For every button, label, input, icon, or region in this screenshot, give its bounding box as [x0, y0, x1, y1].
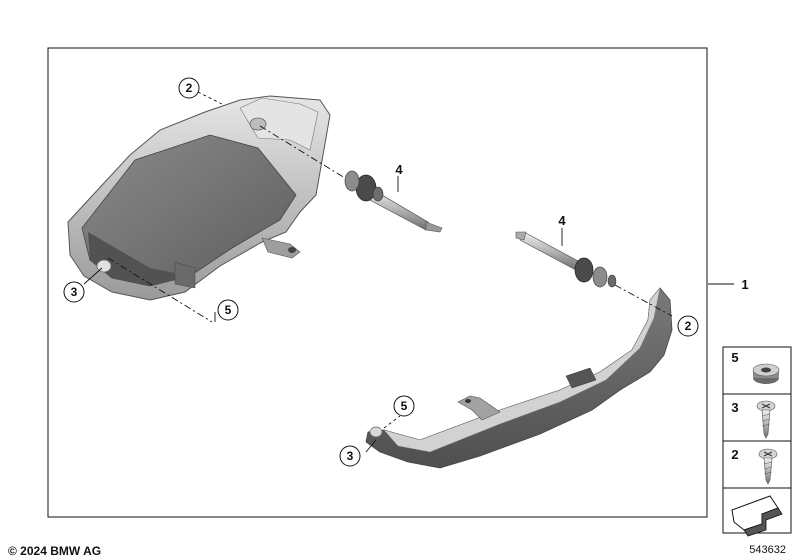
bolt-right: [515, 231, 617, 288]
legend-number-2: 2: [731, 447, 738, 462]
svg-text:3: 3: [347, 449, 354, 463]
screw-icon: [758, 448, 778, 485]
callout-right-2: 2: [677, 315, 699, 337]
callout-bottom-5: 5: [393, 395, 415, 417]
cover-part: [67, 95, 331, 301]
label-main-1: 1: [741, 277, 748, 292]
svg-text:3: 3: [71, 285, 78, 299]
copyright-text: © 2024 BMW AG: [8, 544, 101, 558]
legend-panel: 5 3 2: [722, 346, 792, 537]
callout-left-3: 3: [63, 281, 85, 303]
arrow-icon: [731, 495, 783, 537]
svg-text:5: 5: [401, 399, 408, 413]
assembly-lines: [83, 91, 734, 453]
svg-text:2: 2: [685, 319, 692, 333]
bolt-left: [344, 170, 443, 233]
screw-icon: [756, 400, 776, 439]
svg-text:2: 2: [186, 81, 193, 95]
label-bolt-left-4: 4: [395, 162, 403, 177]
lower-bar-part: [365, 287, 673, 469]
document-number: 543632: [749, 544, 786, 556]
washer-icon: [752, 363, 780, 384]
legend-number-3: 3: [731, 400, 738, 415]
legend-number-5: 5: [731, 350, 738, 365]
callout-left-5: 5: [217, 299, 239, 321]
callout-top-left-2: 2: [178, 77, 200, 99]
callout-bottom-3: 3: [339, 445, 361, 467]
label-bolt-right-4: 4: [558, 213, 566, 228]
svg-text:5: 5: [225, 303, 232, 317]
diagram-frame: [47, 47, 708, 518]
